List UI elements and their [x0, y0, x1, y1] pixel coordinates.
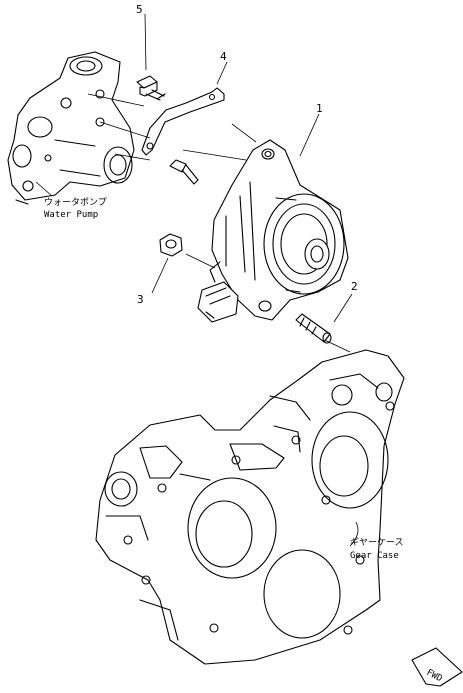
callout-2: 2 — [351, 280, 358, 293]
gear-case-label-en: Gear Case — [350, 551, 399, 561]
callout-5: 5 — [136, 3, 143, 16]
part-1-alternator — [209, 139, 349, 321]
water-pump-drawing — [7, 51, 135, 205]
gear-case-label-jp: ギヤーケース — [350, 537, 404, 548]
water-pump-label-jp: ウォータポンプ — [44, 197, 107, 208]
callout-4: 4 — [220, 50, 227, 63]
water-pump-label-en: Water Pump — [44, 210, 98, 220]
callout-3: 3 — [137, 293, 144, 306]
callout-1: 1 — [316, 102, 323, 115]
fwd-arrow-icon: FWD — [411, 647, 463, 687]
part-4-bracket — [141, 87, 225, 156]
small-bolt — [169, 159, 199, 185]
part-2-stud — [295, 313, 332, 344]
part-3-nut — [159, 233, 183, 257]
gear-case-drawing — [95, 349, 405, 665]
part-5-bolt — [136, 75, 166, 101]
connector-plug — [197, 281, 239, 323]
